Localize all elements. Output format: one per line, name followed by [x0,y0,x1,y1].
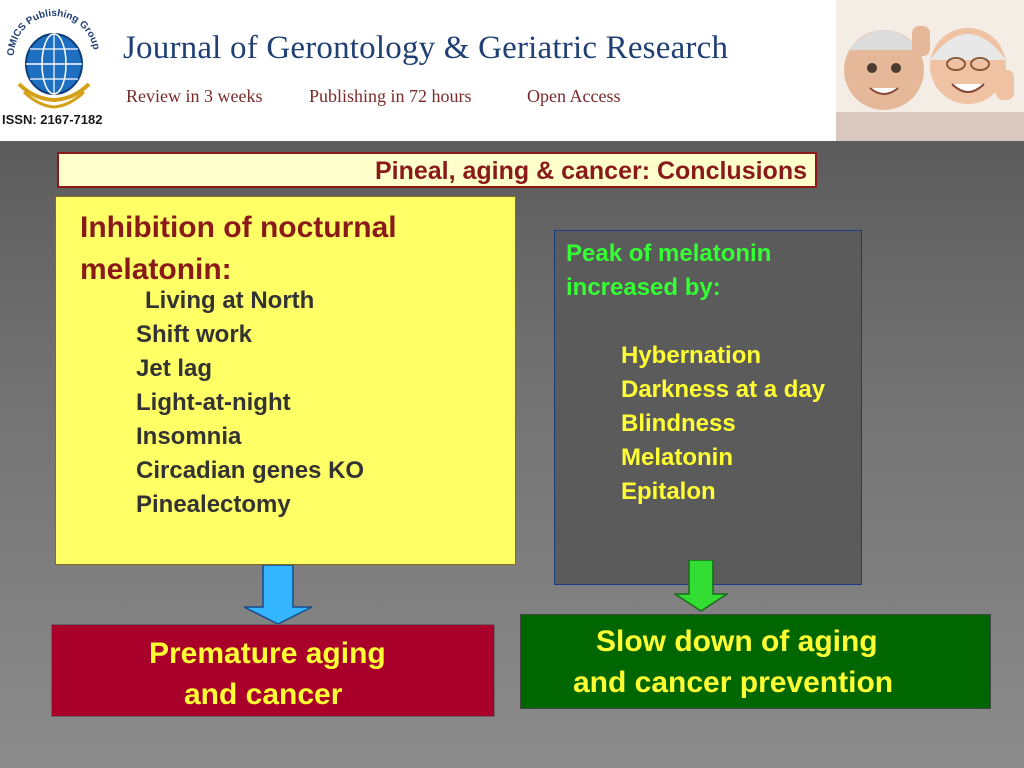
melatonin-peak-list: Hybernation Darkness at a day Blindness … [566,339,856,509]
inhibition-list: Living at North Shift work Jet lag Light… [136,284,364,522]
tagline-open-access: Open Access [527,86,621,106]
slide-title: Pineal, aging & cancer: Conclusions [374,157,807,185]
list-item: Epitalon [621,478,716,505]
list-item: Circadian genes KO [136,457,365,484]
slow-aging-line1: Slow down of aging [596,625,878,658]
list-item: Blindness [621,410,736,437]
list-item: Pinealectomy [136,491,291,518]
tagline-publishing: Publishing in 72 hours [309,86,472,106]
melatonin-peak-box: Peak of melatonin increased by: Hybernat… [554,230,862,585]
issn-label: ISSN: 2167-7182 [2,112,103,127]
down-arrow-right-icon [674,560,728,612]
list-item: Jet lag [136,355,213,382]
melatonin-peak-heading: Peak of melatonin increased by: [566,240,772,301]
list-item: Hybernation [621,342,762,369]
premature-aging-line1: Premature aging [149,637,386,670]
list-item: Living at North [145,287,315,314]
list-item: Darkness at a day [621,376,826,403]
list-item: Light-at-night [136,389,291,416]
elderly-couple-photo [836,0,1024,141]
inhibition-heading: Inhibition of nocturnal melatonin: [80,211,397,286]
slow-aging-box: Slow down of aging and cancer prevention [520,614,991,709]
slide-title-bar: Pineal, aging & cancer: Conclusions [57,152,817,188]
publisher-logo-globe-icon: OMICS Publishing Group [6,8,101,109]
journal-title: Journal of Gerontology & Geriatric Resea… [123,30,729,66]
list-item: Melatonin [621,444,733,471]
list-item: Insomnia [136,423,242,450]
slow-aging-line2: and cancer prevention [573,666,894,699]
inhibition-box: Inhibition of nocturnal melatonin: Livin… [55,196,516,565]
premature-aging-box: Premature aging and cancer [51,624,495,717]
tagline-review: Review in 3 weeks [126,86,263,106]
premature-aging-line2: and cancer [184,678,343,711]
down-arrow-left-icon [243,565,313,625]
list-item: Shift work [136,321,253,348]
journal-header: OMICS Publishing Group ISSN: 2167-7182 J… [0,0,1024,141]
